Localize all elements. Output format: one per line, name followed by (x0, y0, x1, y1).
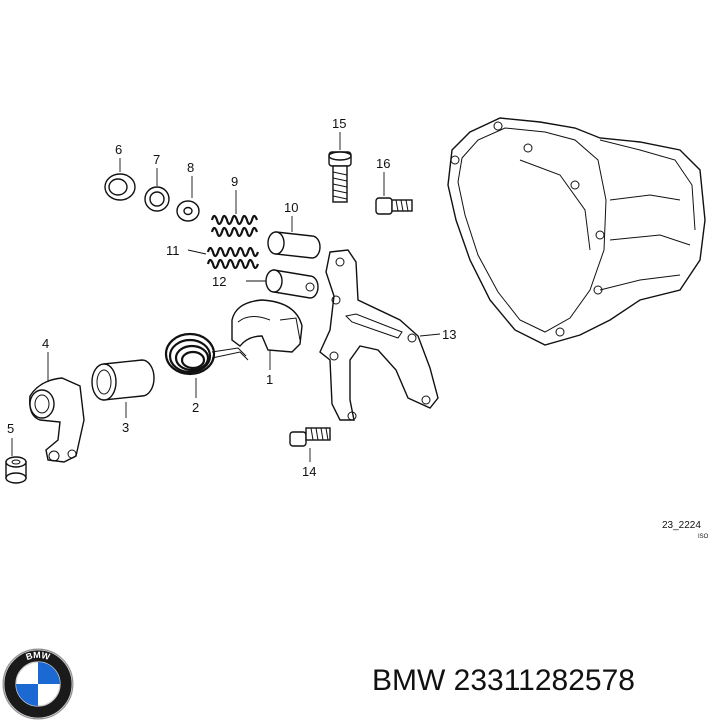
callout-15: 15 (332, 116, 346, 131)
callout-4: 4 (42, 336, 49, 351)
callout-6: 6 (115, 142, 122, 157)
callout-14: 14 (302, 464, 316, 479)
drawing-reference-sub: ISO (698, 534, 709, 540)
part-11-spring (187, 246, 260, 270)
part-9-spring (210, 190, 259, 238)
callout-10: 10 (284, 200, 298, 215)
callout-13: 13 (442, 327, 456, 342)
part-14-bolt (289, 427, 331, 462)
callout-1: 1 (266, 372, 273, 387)
part-7-snap-ring (144, 168, 170, 212)
part-1-fork-head (231, 299, 303, 370)
callout-16: 16 (376, 156, 390, 171)
callout-7: 7 (153, 152, 160, 167)
part-13-bracket (319, 249, 441, 421)
drawing-reference-code: 23_2224 (662, 520, 701, 531)
product-caption: BMW 23311282578 (372, 664, 635, 697)
callout-11: 11 (166, 243, 180, 258)
part-16-bolt (375, 172, 413, 215)
part-3-bushing (91, 359, 155, 418)
bmw-logo-lettering: BMW (25, 650, 52, 662)
part-8-washer (176, 176, 200, 222)
part-15-bolt (328, 132, 352, 203)
part-10-sleeve (267, 216, 321, 259)
part-6-ring (104, 158, 136, 201)
callout-2: 2 (192, 400, 199, 415)
bmw-logo: BMW (2, 648, 74, 720)
callout-8: 8 (187, 160, 194, 175)
callout-12: 12 (212, 274, 226, 289)
part-2-torsion-spring (164, 332, 249, 398)
callout-3: 3 (122, 420, 129, 435)
transmission-housing (447, 117, 706, 346)
callout-5: 5 (7, 421, 14, 436)
part-5-roller (5, 438, 27, 484)
part-4-shift-lever (29, 352, 85, 463)
part-12-sleeve (246, 269, 319, 299)
callout-9: 9 (231, 174, 238, 189)
